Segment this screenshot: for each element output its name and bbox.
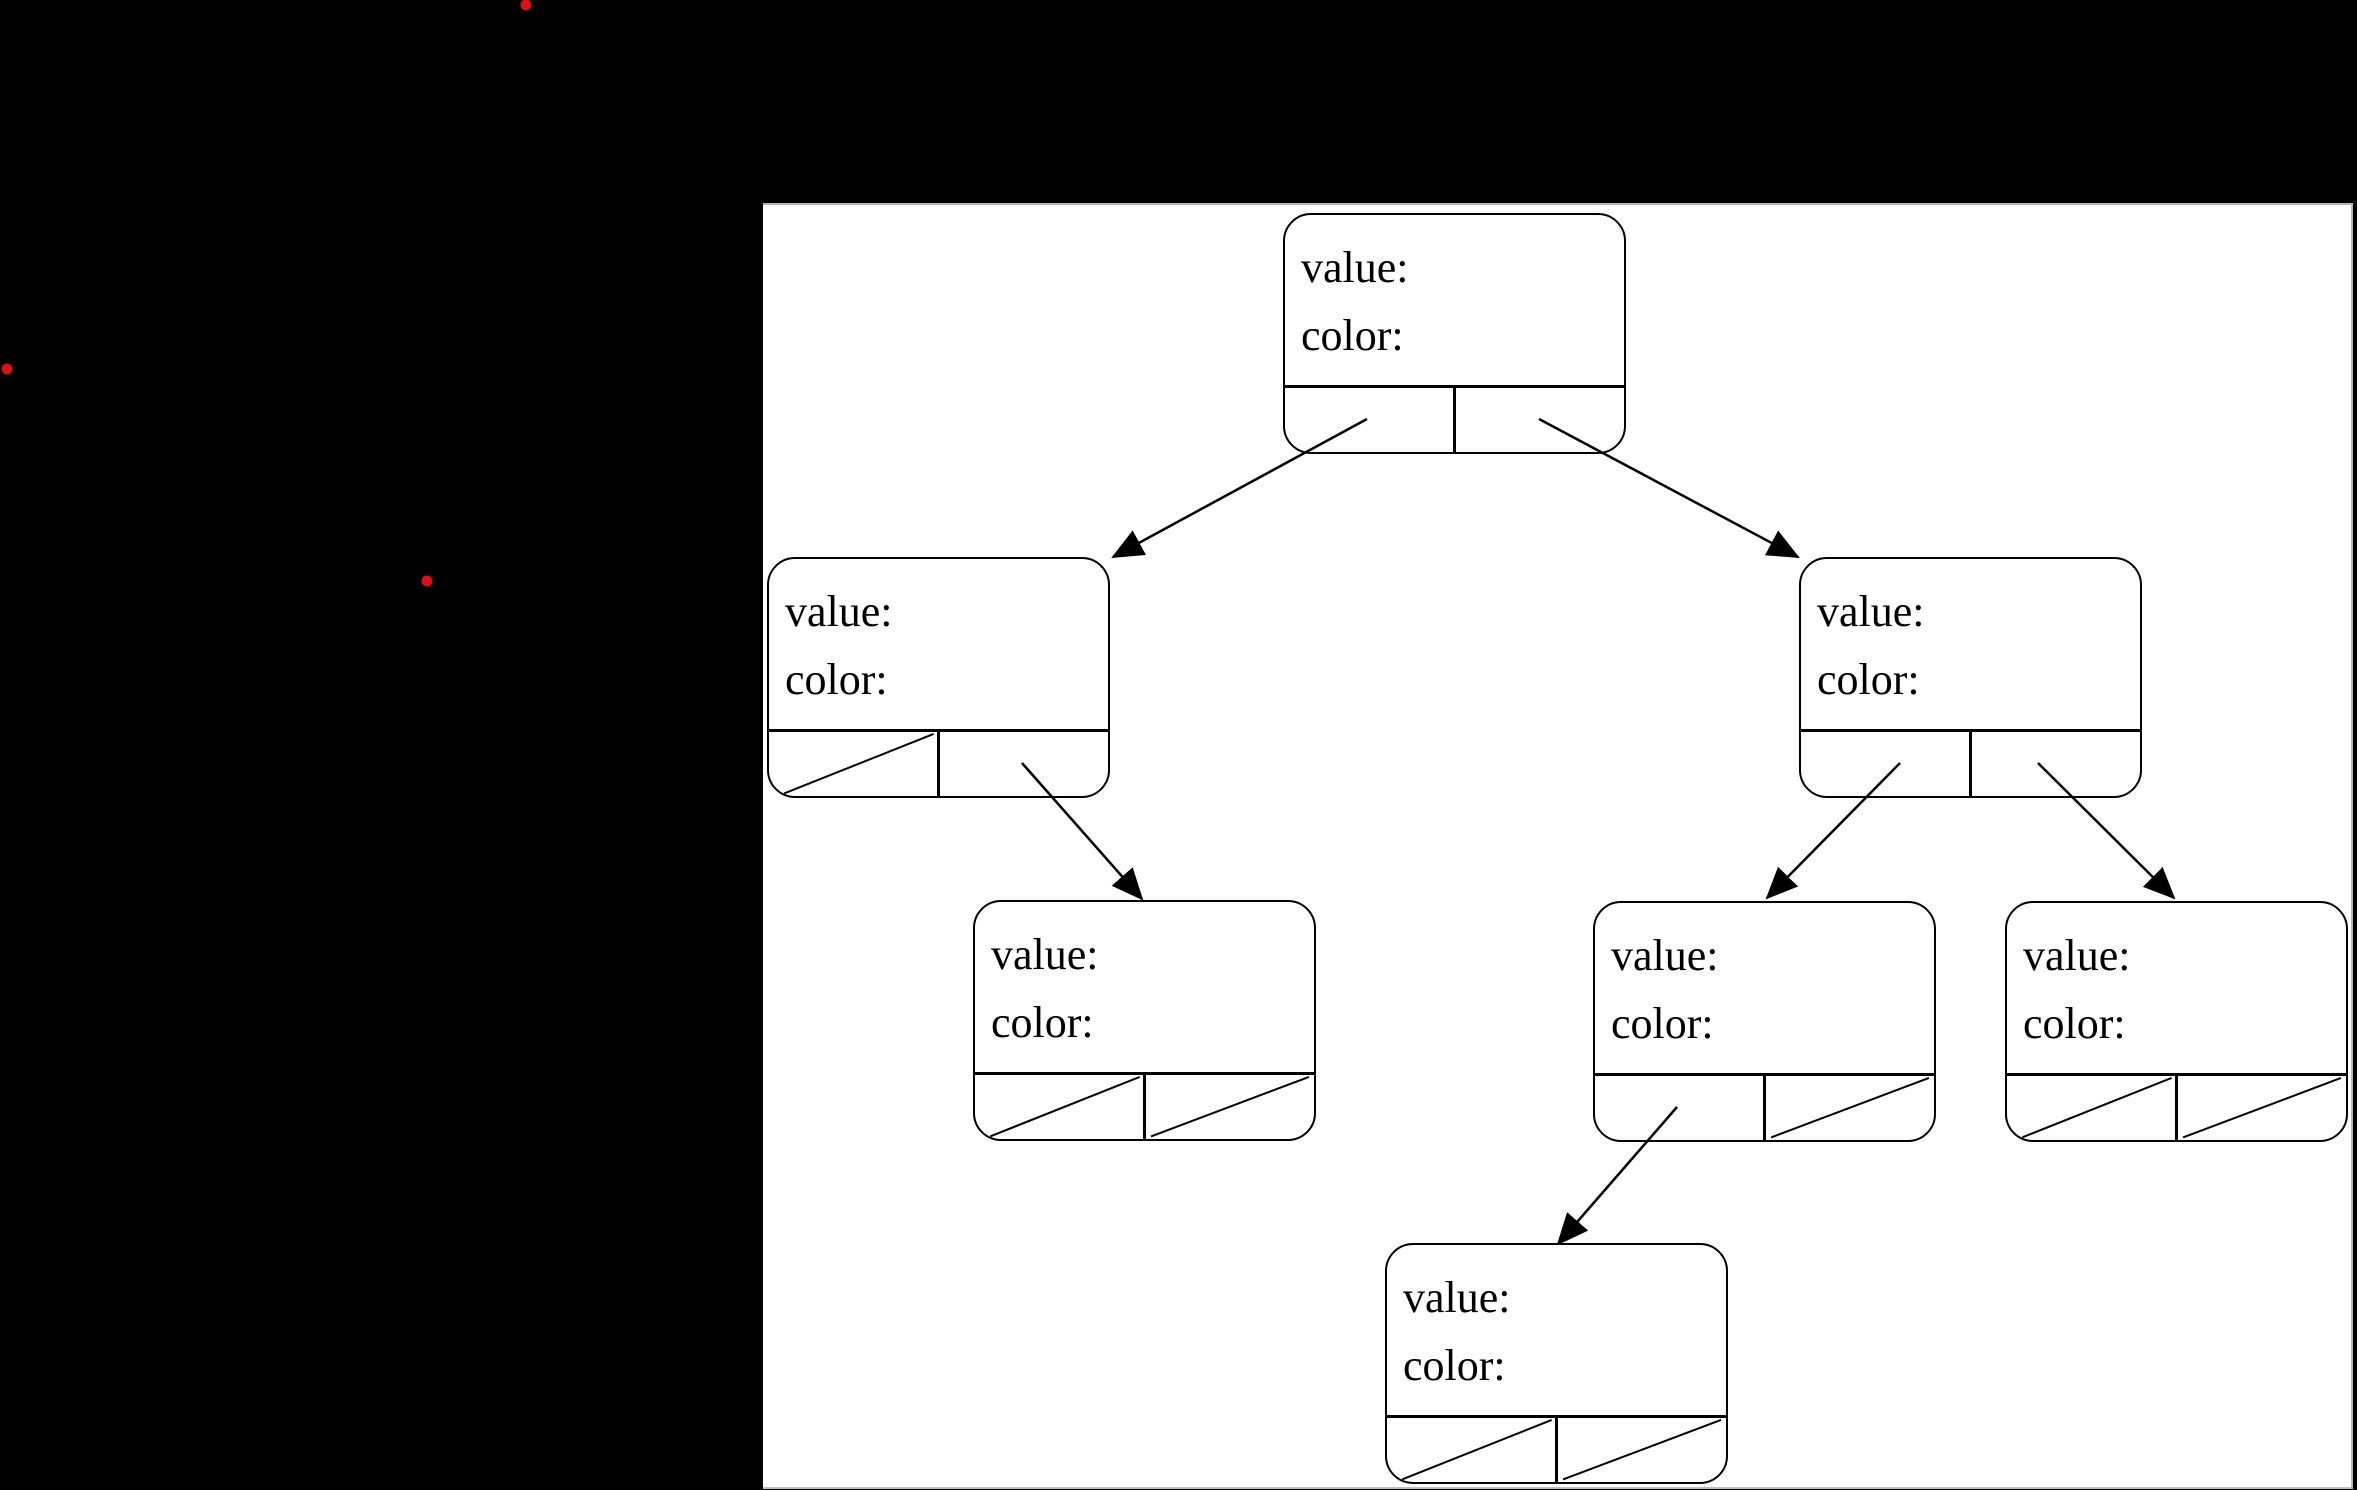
pointer-row [1387,1415,1726,1482]
left-pointer-cell [1595,1076,1766,1140]
null-slash-icon [2007,1076,2175,1140]
null-slash-icon [975,1075,1143,1139]
null-slash-icon [1766,1076,1934,1140]
red-dot-2 [1,363,13,375]
node-color-label: color: [1403,1341,1506,1390]
node-color-label: color: [1301,311,1404,360]
node-value-label: value: [1611,931,1719,980]
right-pointer-cell [1972,732,2140,796]
left-pointer-cell [1801,732,1972,796]
tree-node-left-right-grandchild: value: color: [973,900,1316,1141]
left-pointer-cell [975,1075,1146,1139]
tree-node-great-grandchild: value: color: [1385,1243,1728,1484]
pointer-row [1595,1073,1934,1140]
null-slash-icon [1387,1418,1555,1482]
right-pointer-cell [940,732,1108,796]
pointer-row [769,729,1108,796]
node-value-label: value: [991,930,1099,979]
right-pointer-cell [2178,1076,2346,1140]
pointer-row [1801,729,2140,796]
left-pointer-cell [1387,1418,1558,1482]
null-slash-icon [1146,1075,1314,1139]
tree-node-right-right-grandchild: value: color: [2005,901,2348,1142]
node-value-label: value: [2023,931,2131,980]
node-color-label: color: [1611,999,1714,1048]
red-dot-1 [520,0,532,11]
node-color-label: color: [785,655,888,704]
right-pointer-cell [1558,1418,1726,1482]
tree-node-right-left-grandchild: value: color: [1593,901,1936,1142]
node-value-label: value: [1817,587,1925,636]
red-dot-3 [421,575,433,587]
node-color-label: color: [1817,655,1920,704]
left-pointer-cell [769,732,940,796]
right-pointer-cell [1456,388,1624,452]
node-value-label: value: [1301,243,1409,292]
tree-node-root: value: color: [1283,213,1626,454]
node-color-label: color: [991,998,1094,1047]
tree-node-left-child: value: color: [767,557,1110,798]
pointer-row [1285,385,1624,452]
null-slash-icon [2178,1076,2346,1140]
left-pointer-cell [2007,1076,2178,1140]
right-pointer-cell [1766,1076,1934,1140]
pointer-row [975,1072,1314,1139]
left-pointer-cell [1285,388,1456,452]
node-color-label: color: [2023,999,2126,1048]
null-slash-icon [1558,1418,1726,1482]
null-slash-icon [769,732,937,796]
node-value-label: value: [785,587,893,636]
right-pointer-cell [1146,1075,1314,1139]
node-value-label: value: [1403,1273,1511,1322]
tree-node-right-child: value: color: [1799,557,2142,798]
pointer-row [2007,1073,2346,1140]
